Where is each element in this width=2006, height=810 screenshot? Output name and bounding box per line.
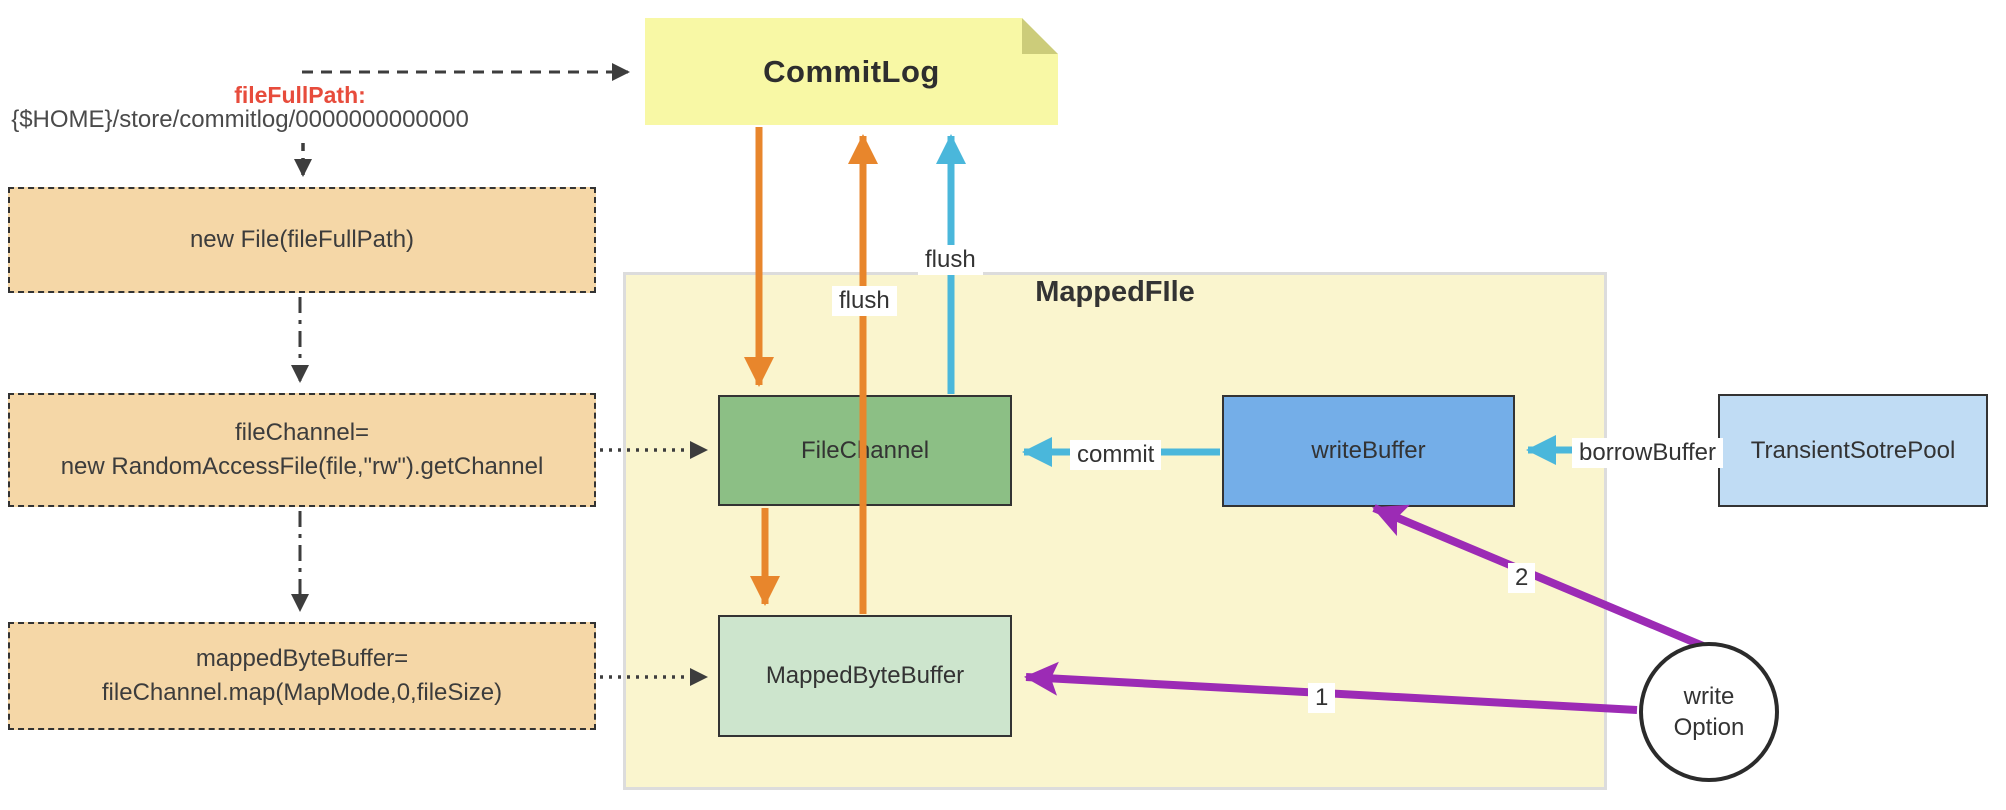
filechannel-node: FileChannel	[718, 395, 1012, 506]
borrowbuffer-label: borrowBuffer	[1572, 438, 1723, 468]
step-new-file-line1: new File(fileFullPath)	[189, 226, 415, 254]
flush-label-orange: flush	[832, 286, 897, 316]
filechannel-label: FileChannel	[800, 436, 930, 464]
step-mapped-byte-buffer: mappedByteBuffer= fileChannel.map(MapMod…	[8, 622, 596, 730]
flush-label-cyan: flush	[918, 245, 983, 275]
step-file-channel: fileChannel= new RandomAccessFile(file,"…	[8, 393, 596, 507]
step-file-channel-line1: fileChannel=	[234, 419, 370, 447]
file-full-path-label: fileFullPath:	[234, 82, 366, 108]
step-mapped-byte-buffer-line2: fileChannel.map(MapMode,0,fileSize)	[101, 679, 503, 706]
note-fold-corner-icon	[1022, 18, 1058, 54]
mappedbytebuffer-node: MappedByteBuffer	[718, 615, 1012, 737]
transientstorepool-node: TransientSotrePool	[1718, 394, 1988, 507]
commitlog-title: CommitLog	[763, 53, 940, 89]
mappedfile-title: MappedFIle	[1035, 276, 1195, 308]
step-file-channel-line2: new RandomAccessFile(file,"rw").getChann…	[60, 453, 544, 480]
commitlog-note: CommitLog	[645, 18, 1058, 125]
writebuffer-node: writeBuffer	[1222, 395, 1515, 507]
mappedbytebuffer-label: MappedByteBuffer	[765, 662, 965, 689]
write-option-line2: Option	[1673, 714, 1745, 741]
writebuffer-label: writeBuffer	[1311, 437, 1426, 464]
step-1-label: 1	[1308, 683, 1336, 713]
write-option-circle: write Option	[1639, 642, 1779, 782]
step-new-file: new File(fileFullPath)	[8, 187, 596, 293]
file-full-path-value: {$HOME}/store/commitlog/0000000000000	[11, 106, 469, 133]
transientstorepool-label: TransientSotrePool	[1750, 436, 1956, 464]
write-option-line1: write	[1683, 682, 1735, 710]
commit-label: commit	[1070, 440, 1162, 470]
step-2-label: 2	[1508, 563, 1536, 593]
step-mapped-byte-buffer-line1: mappedByteBuffer=	[195, 645, 409, 673]
